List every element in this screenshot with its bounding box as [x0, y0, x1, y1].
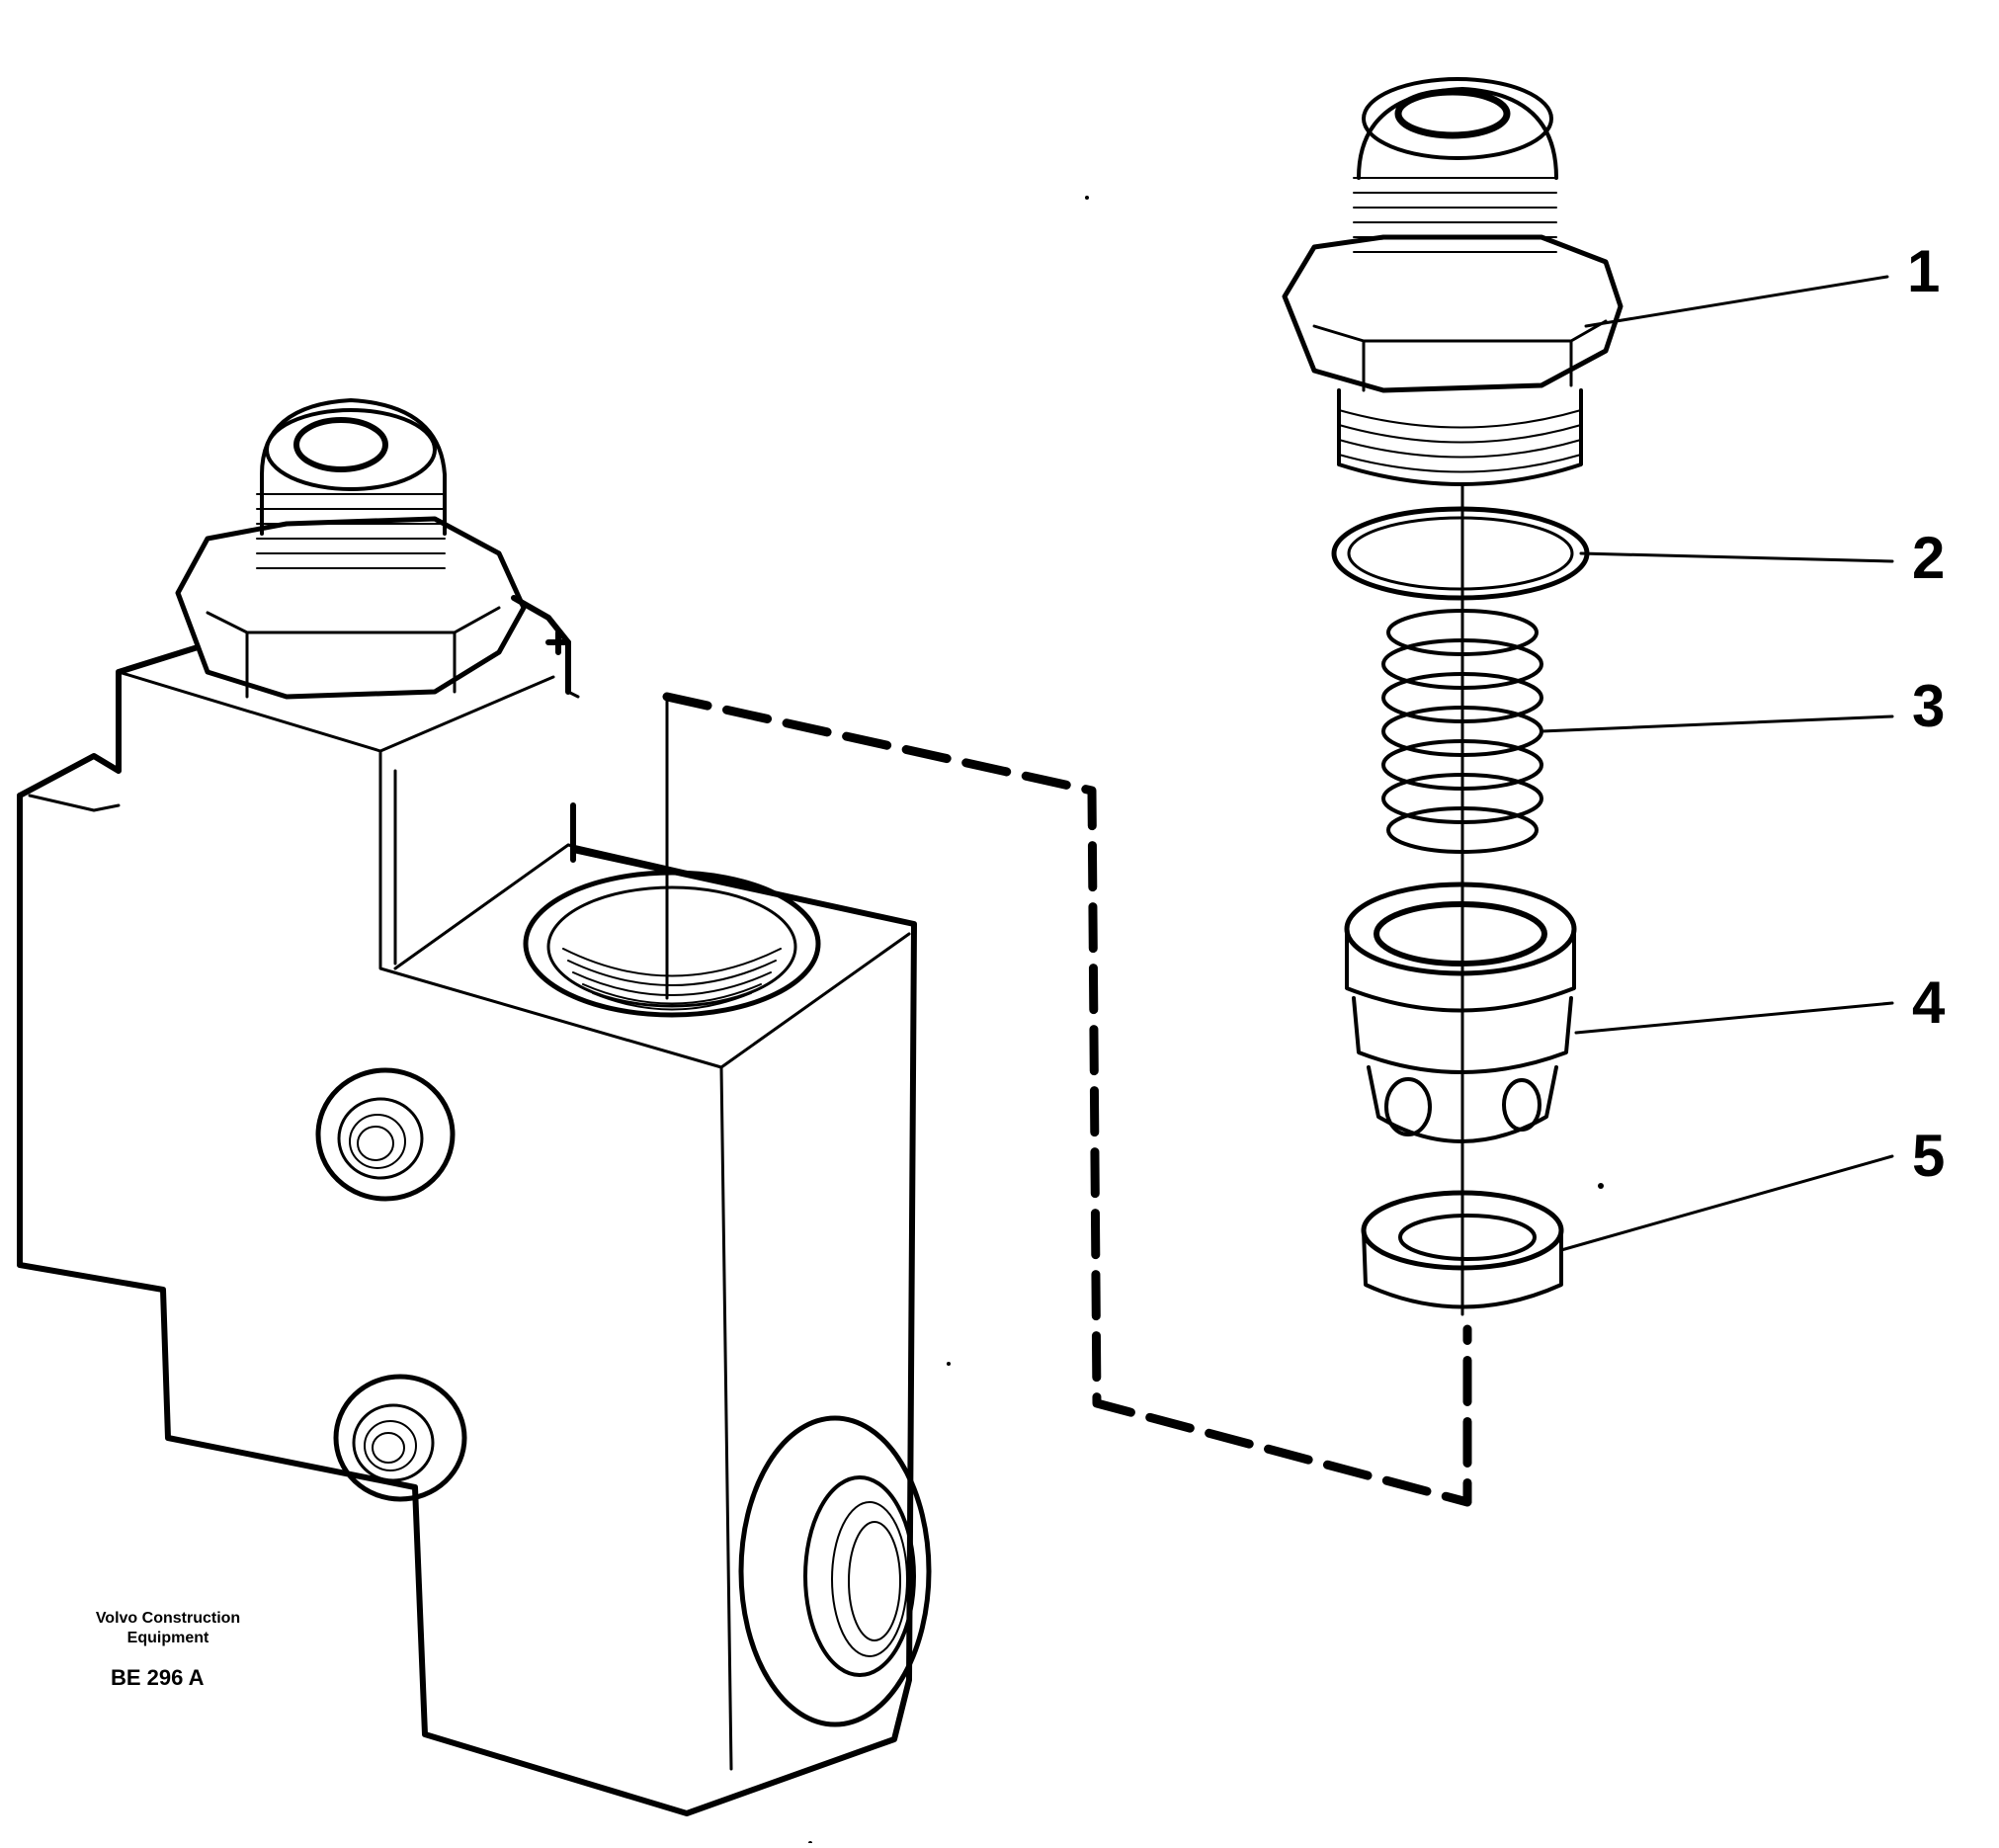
callout-number-4: 4 [1912, 969, 1946, 1036]
document-code: BE 296 A [111, 1665, 205, 1690]
callout-number-1: 1 [1907, 238, 1941, 304]
valve-body-inner-edges [28, 670, 916, 1771]
credit-line-2: Equipment [126, 1630, 209, 1646]
leader-line-5 [1559, 1154, 1894, 1252]
top-port [523, 870, 821, 1018]
callout-number-2: 2 [1912, 525, 1946, 591]
credit-line-1: Volvo Construction [95, 1610, 241, 1627]
leader-lines [1540, 275, 1894, 1252]
body-fitting [175, 398, 527, 700]
part-3-spring [1381, 609, 1543, 854]
callout-number-3: 3 [1912, 673, 1946, 739]
valve-body-top-right [511, 595, 571, 695]
part-1-fitting [1282, 77, 1624, 486]
leader-line-1 [1584, 275, 1889, 328]
front-port [738, 1415, 932, 1727]
scan-specks [808, 196, 1604, 1845]
publisher-credit: Volvo Construction Equipment [69, 1609, 267, 1648]
valve-body [17, 398, 932, 1816]
side-port-lower [333, 1374, 467, 1502]
leader-line-3 [1540, 714, 1894, 733]
part-5-seat-ring [1361, 1190, 1564, 1309]
valve-body-upper-left [17, 644, 201, 798]
leader-line-2 [1579, 551, 1894, 563]
callout-number-5: 5 [1912, 1123, 1946, 1189]
part-2-o-ring [1331, 506, 1590, 601]
part-4-valve-cone [1344, 882, 1577, 1143]
leader-line-4 [1574, 1001, 1894, 1035]
side-port-upper [315, 1067, 456, 1202]
assembly-dashed-path [662, 692, 1472, 1507]
